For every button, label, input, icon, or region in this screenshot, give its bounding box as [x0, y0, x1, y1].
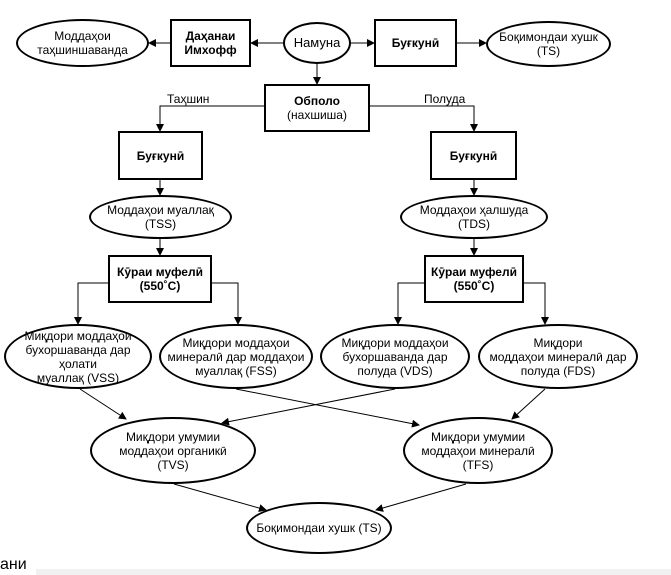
edge-fss-to-tfs [235, 388, 420, 428]
edge-furnace-to-vss [74, 282, 108, 325]
node-tvs: Миқдори умумии моддаҳои органикӣ (TVS) [90, 417, 256, 484]
text-line: Намуна [293, 35, 341, 50]
edge-tvs-to-ts [173, 483, 267, 512]
text-line: Миқдори умумии [430, 429, 526, 444]
text-line: Кӯраи муфелӣ [117, 265, 203, 279]
text-line: Миқдори моддаҳои [24, 328, 132, 343]
text-line: Буғкунӣ [449, 148, 498, 163]
text-line: бухоршаванда дар [342, 349, 448, 364]
node-filtration: Обполо (нахшиша) [264, 84, 370, 132]
text-line: (TS) [536, 44, 561, 58]
text-line: (TVS) [157, 457, 189, 472]
node-imhoff-cone: Даҳанаи Имхофф [170, 19, 251, 67]
text-line: (TFS) [462, 457, 494, 472]
text-line: Буғкунӣ [391, 36, 440, 50]
node-tss: Моддаҳои муаллақ (TSS) [89, 195, 232, 239]
node-total-solids-top: Боқимондаи хушк (TS) [486, 21, 611, 67]
node-evaporation-right: Буғкунӣ [430, 131, 517, 180]
edge-furnace-to-fds [524, 282, 549, 325]
text-line: Моддаҳои [54, 29, 111, 43]
edge-label-filtrate: Полуда [424, 92, 466, 106]
text-line: Буғкунӣ [136, 148, 185, 163]
node-fss: Миқдори моддаҳои минералӣ дар моддаҳои м… [159, 324, 313, 389]
node-settleable-solids: Моддаҳои таҳшиншаванда [16, 19, 149, 67]
edge-vds-to-tvs [221, 388, 396, 426]
node-evaporation-top: Буғкунӣ [374, 19, 457, 67]
text-line: Имхофф [184, 43, 237, 57]
text-line: полуда (VDS) [357, 363, 433, 378]
node-sample: Намуна [283, 22, 351, 64]
footer-strip [36, 569, 671, 575]
edge-vss-to-tvs [79, 388, 127, 420]
edge-label-sediment: Таҳшин [167, 92, 210, 106]
text-line: полуда (FDS) [520, 363, 596, 378]
node-total-solids-bottom: Боқимондаи хушк (TS) [246, 502, 392, 554]
text-line: моддаҳои минералӣ [421, 443, 535, 458]
text-line: Обполо [294, 94, 340, 108]
node-evaporation-left: Буғкунӣ [118, 131, 203, 180]
text-line: Боқимондаи хушк [499, 30, 598, 44]
text-line: Боқимондаи хушк (TS) [256, 521, 382, 535]
footer-text: ани [0, 556, 27, 573]
node-tds: Моддаҳои ҳалшуда (TDS) [400, 195, 548, 239]
node-muffle-furnace-right: Кӯраи муфелӣ (550˚C) [424, 255, 524, 303]
text-line: Моддаҳои ҳалшуда [419, 203, 529, 217]
text-line: Моддаҳои муаллақ [107, 203, 214, 217]
edge-furnace-to-fss [212, 282, 242, 325]
node-muffle-furnace-left: Кӯраи муфелӣ (550˚C) [108, 255, 212, 303]
text-line: Миқдори моддаҳои [341, 335, 449, 350]
text-line: Миқдори [533, 335, 583, 350]
text-line: Миқдори моддаҳои [182, 335, 290, 350]
text-line: таҳшиншаванда [37, 43, 128, 57]
text-line: минералӣ дар моддаҳои [167, 349, 305, 364]
text-line: бухоршаванда дар ҳолати [25, 342, 131, 371]
text-line: Миқдори умумии [125, 429, 221, 444]
text-line: моддаҳои органикӣ [119, 443, 227, 458]
edge-fds-to-tfs [511, 388, 546, 420]
text-line: муаллақ (FSS) [195, 363, 277, 378]
node-tfs: Миқдори умумии моддаҳои минералӣ (TFS) [403, 417, 553, 484]
edge-obpolo-to-left [156, 105, 264, 132]
node-vds: Миқдори моддаҳои бухоршаванда дар полуда… [320, 324, 470, 389]
text-line: Кӯраи муфелӣ [431, 265, 517, 279]
text-line: Даҳанаи [185, 29, 236, 43]
edge-furnace-to-vds [394, 282, 424, 325]
text-line: (550˚C) [453, 279, 495, 293]
text-line: (TDS) [458, 217, 490, 231]
text-line: (нахшиша) [287, 108, 347, 122]
node-vss: Миқдори моддаҳои бухоршаванда дар ҳолати… [4, 324, 152, 389]
edge-obpolo-to-right [370, 105, 478, 132]
node-fds: Миқдори моддаҳои минералӣ дар полуда (FD… [478, 324, 638, 389]
text-line: моддаҳои минералӣ дар [489, 349, 627, 364]
edge-tfs-to-ts [375, 483, 467, 512]
text-line: (TSS) [144, 217, 177, 231]
text-line: (550˚C) [139, 279, 181, 293]
text-line: муаллақ (VSS) [36, 370, 120, 385]
